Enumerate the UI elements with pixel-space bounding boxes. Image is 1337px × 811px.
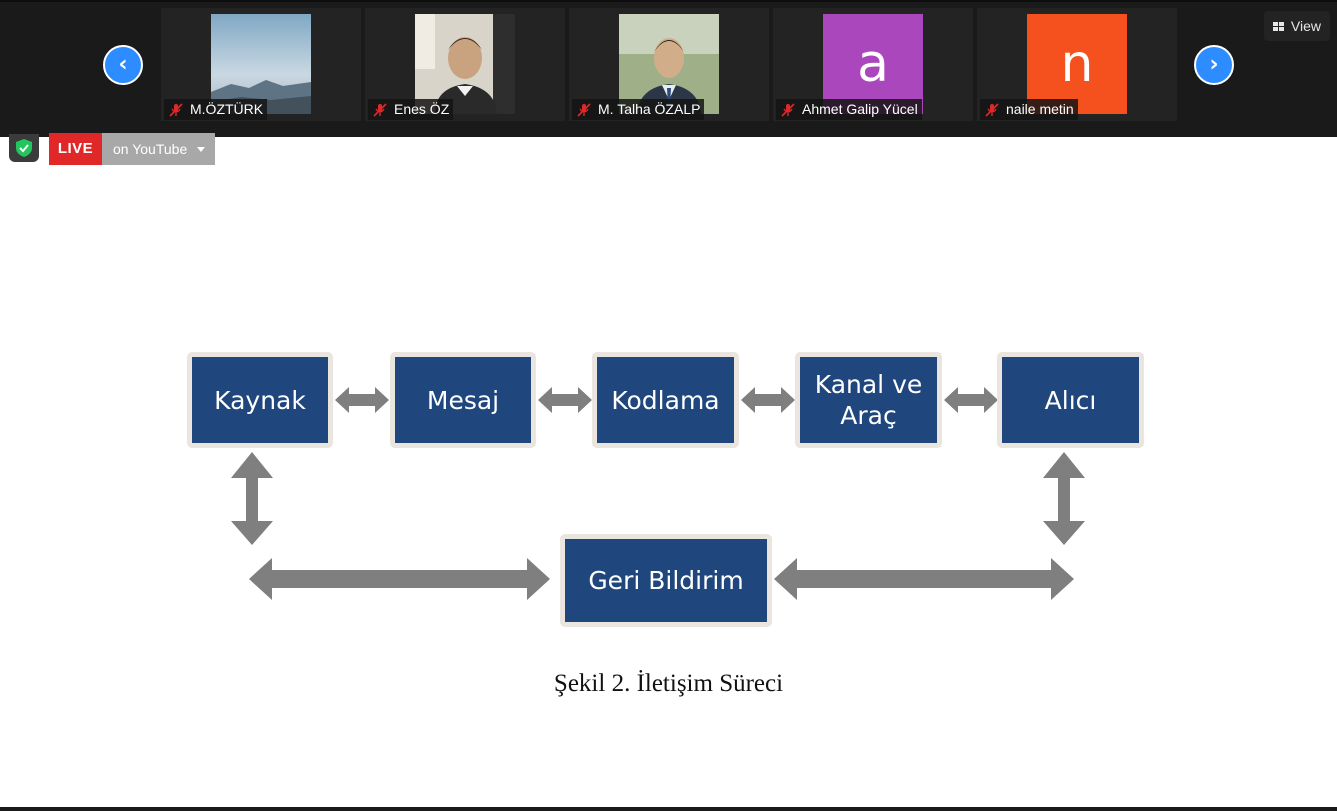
participant-avatar: a xyxy=(823,14,923,114)
node-label: Kanal ve Araç xyxy=(814,370,923,430)
node-label: Kaynak xyxy=(214,385,306,415)
participant-tile[interactable]: a Ahmet Galip Yücel xyxy=(773,8,973,121)
participant-strip: ‹ M.ÖZTÜRK xyxy=(0,0,1337,137)
arrow-kanal-alici xyxy=(944,387,998,413)
muted-mic-icon xyxy=(577,102,591,117)
arrow-kodlama-kanal xyxy=(741,387,795,413)
node-mesaj: Mesaj xyxy=(390,352,536,448)
participant-video xyxy=(619,14,719,114)
arrow-right-feedback xyxy=(774,558,1074,600)
node-kanal-ve-arac: Kanal ve Araç xyxy=(795,352,942,448)
node-label: Mesaj xyxy=(426,385,500,415)
node-kodlama: Kodlama xyxy=(592,352,739,448)
arrow-kaynak-vertical xyxy=(231,452,273,545)
arrow-alici-vertical xyxy=(1043,452,1085,545)
view-button[interactable]: View xyxy=(1263,11,1330,41)
avatar-letter: n xyxy=(1060,34,1094,94)
muted-mic-icon xyxy=(373,102,387,117)
participant-name-tag: naile metin xyxy=(980,99,1078,120)
participant-name-tag: M.ÖZTÜRK xyxy=(164,99,268,120)
node-label: Kodlama xyxy=(611,385,720,415)
participant-tile[interactable]: M.ÖZTÜRK xyxy=(161,8,361,121)
muted-mic-icon xyxy=(985,102,999,117)
live-source-label: on YouTube xyxy=(113,141,188,157)
participant-tile[interactable]: M. Talha ÖZALP xyxy=(569,8,769,121)
live-stream-indicator[interactable]: LIVE on YouTube xyxy=(49,133,216,165)
figure-caption: Şekil 2. İletişim Süreci xyxy=(553,670,784,697)
muted-mic-icon xyxy=(781,102,795,117)
arrow-left-feedback xyxy=(249,558,550,600)
node-geri-bildirim: Geri Bildirim xyxy=(560,534,772,627)
participant-avatar: n xyxy=(1027,14,1127,114)
participant-name: Ahmet Galip Yücel xyxy=(802,101,918,117)
next-page-button[interactable]: › xyxy=(1194,45,1234,85)
shared-slide: Kaynak Mesaj Kodlama Kanal ve Araç Alıcı… xyxy=(0,137,1337,809)
bottom-border xyxy=(0,807,1337,811)
chevron-right-icon: › xyxy=(1209,52,1219,77)
participant-name-tag: Ahmet Galip Yücel xyxy=(776,99,922,120)
diagram-arrows xyxy=(231,387,1085,600)
live-badge: LIVE xyxy=(49,133,102,165)
live-source-dropdown[interactable]: on YouTube xyxy=(102,133,216,165)
participant-name: M.ÖZTÜRK xyxy=(190,101,264,117)
grid-view-icon xyxy=(1272,21,1284,31)
node-label: Alıcı xyxy=(1044,385,1097,415)
node-alici: Alıcı xyxy=(997,352,1144,448)
security-shield-icon[interactable] xyxy=(9,134,39,162)
chevron-left-icon: ‹ xyxy=(118,52,128,77)
participant-name: M. Talha ÖZALP xyxy=(598,101,701,117)
muted-mic-icon xyxy=(169,102,183,117)
node-kaynak: Kaynak xyxy=(187,352,333,448)
caret-down-icon xyxy=(197,146,206,152)
avatar-letter: a xyxy=(857,34,889,94)
arrow-kaynak-mesaj xyxy=(335,387,389,413)
participant-name-tag: Enes ÖZ xyxy=(368,99,454,120)
arrow-mesaj-kodlama xyxy=(538,387,592,413)
view-label: View xyxy=(1290,18,1321,34)
participant-tile[interactable]: Enes ÖZ xyxy=(365,8,565,121)
participant-name-tag: M. Talha ÖZALP xyxy=(572,99,705,120)
participant-name: Enes ÖZ xyxy=(394,101,450,117)
previous-page-button[interactable]: ‹ xyxy=(103,45,143,85)
node-label: Geri Bildirim xyxy=(588,566,744,595)
participant-name: naile metin xyxy=(1006,101,1074,117)
participant-tile[interactable]: n naile metin xyxy=(977,8,1177,121)
